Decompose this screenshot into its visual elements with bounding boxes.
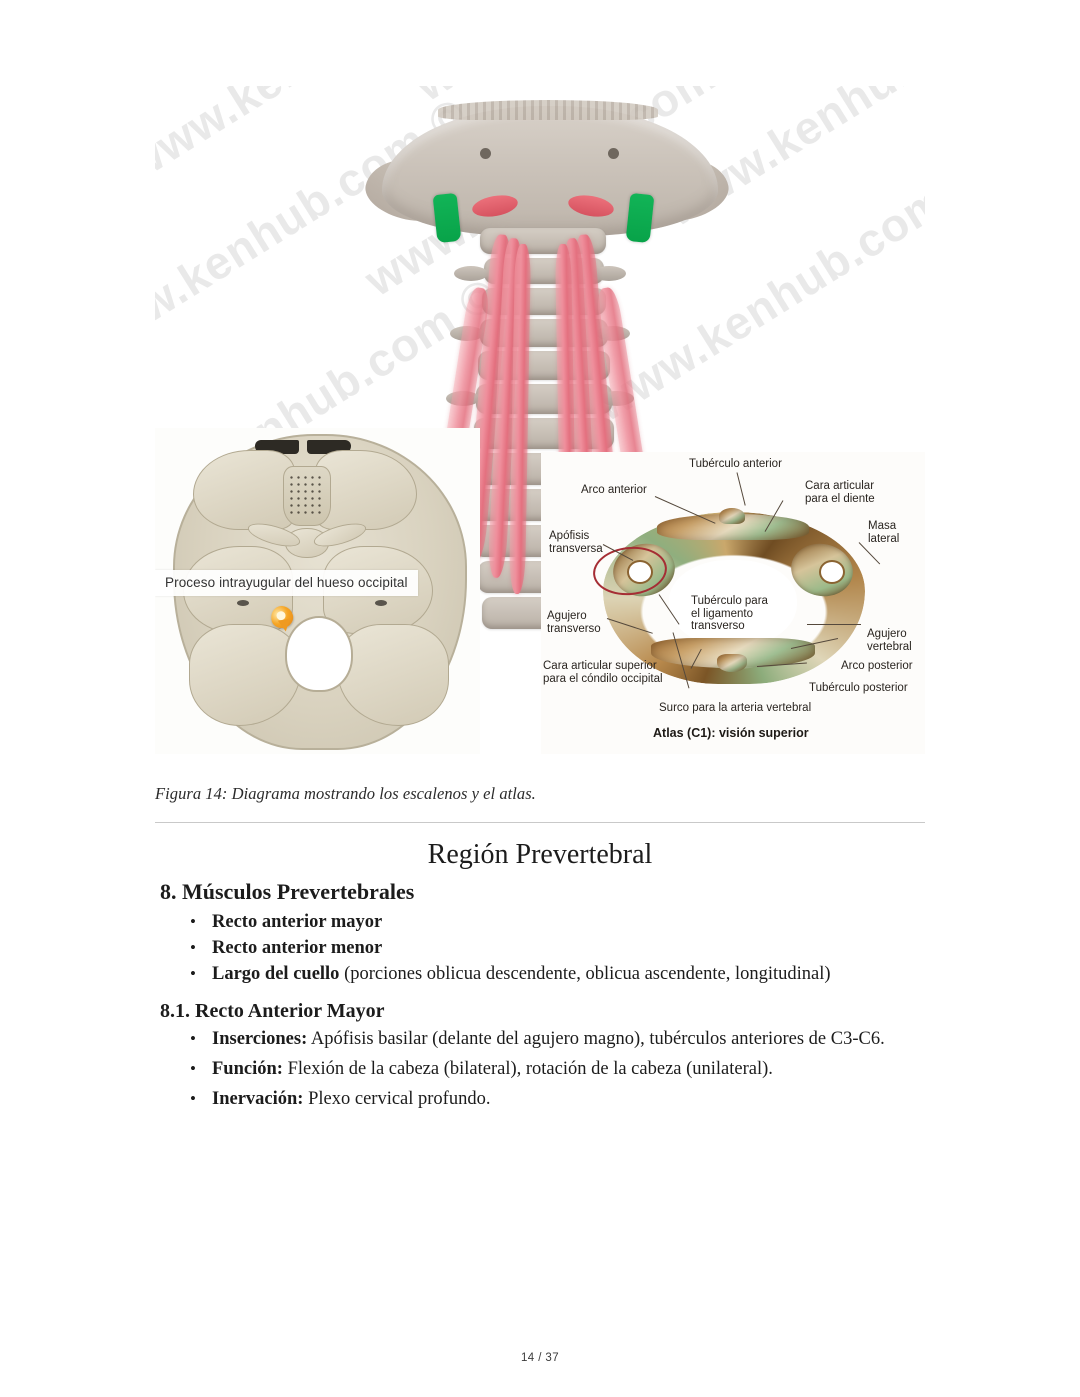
pin-label-tooltip: Proceso intrayugular del hueso occipital bbox=[155, 570, 418, 596]
list-item: Inserciones: Apófisis basilar (delante d… bbox=[190, 1025, 1002, 1053]
list-item-detail: Plexo cervical profundo. bbox=[303, 1089, 491, 1109]
atlas-label: Tubérculo posterior bbox=[809, 682, 908, 694]
highlight-green-left bbox=[432, 192, 462, 244]
list-item-term: Recto anterior mayor bbox=[212, 912, 383, 932]
figure-14: www.kenhub.com © www.kenhub.com © www.ke… bbox=[155, 86, 925, 754]
atlas-posterior-tubercle bbox=[717, 654, 747, 672]
atlas-anterior-tubercle bbox=[719, 508, 745, 524]
transverse-process-left-1 bbox=[454, 266, 488, 281]
anterior-fossa-right bbox=[315, 450, 417, 530]
skull-margin-teeth bbox=[438, 100, 658, 120]
transverse-foramen-left bbox=[627, 560, 653, 584]
atlas-c1-inset: Tubérculo anterior Arco anterior Cara ar… bbox=[541, 452, 925, 754]
atlas-label: Surco para la arteria vertebral bbox=[659, 702, 812, 714]
highlight-green-right bbox=[625, 192, 655, 244]
list-item-term: Función: bbox=[212, 1059, 283, 1079]
foramen-right bbox=[608, 148, 619, 159]
anterior-fossa-left bbox=[193, 450, 295, 530]
atlas-label: Arco posterior bbox=[841, 660, 913, 672]
section-divider bbox=[155, 822, 925, 823]
list-item: Inervación: Plexo cervical profundo. bbox=[190, 1085, 1002, 1113]
detail-list: Inserciones: Apófisis basilar (delante d… bbox=[160, 1025, 1002, 1116]
list-item: Recto anterior mayor bbox=[190, 909, 1002, 935]
pin-highlight-dot bbox=[275, 610, 287, 622]
atlas-label: Cara articular superior para el cóndilo … bbox=[543, 660, 663, 685]
atlas-label: Arco anterior bbox=[581, 484, 647, 496]
list-item-term: Recto anterior menor bbox=[212, 938, 383, 958]
leader-line-5 bbox=[858, 542, 881, 565]
figure-caption: Figura 14: Diagrama mostrando los escale… bbox=[155, 784, 536, 803]
atlas-label: Agujero vertebral bbox=[867, 628, 912, 653]
atlas-label: Agujero transverso bbox=[547, 610, 601, 635]
atlas-label: Tubérculo anterior bbox=[689, 458, 782, 470]
foramen-magnum bbox=[285, 616, 353, 692]
atlas-vertebral-foramen bbox=[669, 560, 797, 648]
atlas-label: Masa lateral bbox=[868, 520, 900, 545]
atlas-label: Apófisis transversa bbox=[549, 530, 603, 555]
jugular-foramen-left bbox=[237, 600, 249, 606]
list-item: Recto anterior menor bbox=[190, 935, 1002, 961]
foramen-left bbox=[480, 148, 491, 159]
cribriform-perforations bbox=[288, 474, 324, 518]
atlas-label: Cara articular para el diente bbox=[805, 480, 875, 505]
skull-base-bone bbox=[382, 106, 718, 236]
cervical-spine-illustration: www.kenhub.com © www.kenhub.com © www.ke… bbox=[155, 86, 925, 754]
transverse-process-right-1 bbox=[592, 266, 626, 281]
transverse-foramen-right bbox=[819, 560, 845, 584]
posterior-fossa-left bbox=[189, 624, 301, 726]
list-item-term: Largo del cuello bbox=[212, 964, 340, 984]
skull-base-inset: Proceso intrayugular del hueso occipital bbox=[155, 428, 480, 754]
heading-musculos-prevertebrales: 8. Músculos Prevertebrales bbox=[160, 879, 415, 904]
jugular-foramen-right bbox=[375, 600, 387, 606]
leader-line-1 bbox=[736, 472, 746, 506]
atlas-label: Tubérculo para el ligamento transverso bbox=[691, 595, 768, 632]
page-number: 14 / 37 bbox=[521, 1352, 559, 1364]
list-item-detail: (porciones oblicua descendente, oblicua … bbox=[339, 964, 831, 984]
muscle-list: Recto anterior mayor Recto anterior meno… bbox=[160, 909, 1002, 988]
atlas-inset-caption: Atlas (C1): visión superior bbox=[653, 726, 809, 740]
list-item: Largo del cuello (porciones oblicua desc… bbox=[190, 961, 1002, 987]
list-item-detail: Apófisis basilar (delante del agujero ma… bbox=[307, 1029, 885, 1049]
list-item: Función: Flexión de la cabeza (bilateral… bbox=[190, 1055, 1002, 1083]
page-title: Región Prevertebral bbox=[427, 839, 653, 870]
leader-line-7 bbox=[807, 624, 861, 625]
heading-recto-anterior-mayor: 8.1. Recto Anterior Mayor bbox=[160, 1000, 385, 1022]
posterior-fossa-right bbox=[337, 624, 449, 726]
list-item-detail: Flexión de la cabeza (bilateral), rotaci… bbox=[282, 1059, 773, 1079]
list-item-term: Inserciones: bbox=[212, 1029, 308, 1049]
list-item-term: Inervación: bbox=[212, 1089, 304, 1109]
